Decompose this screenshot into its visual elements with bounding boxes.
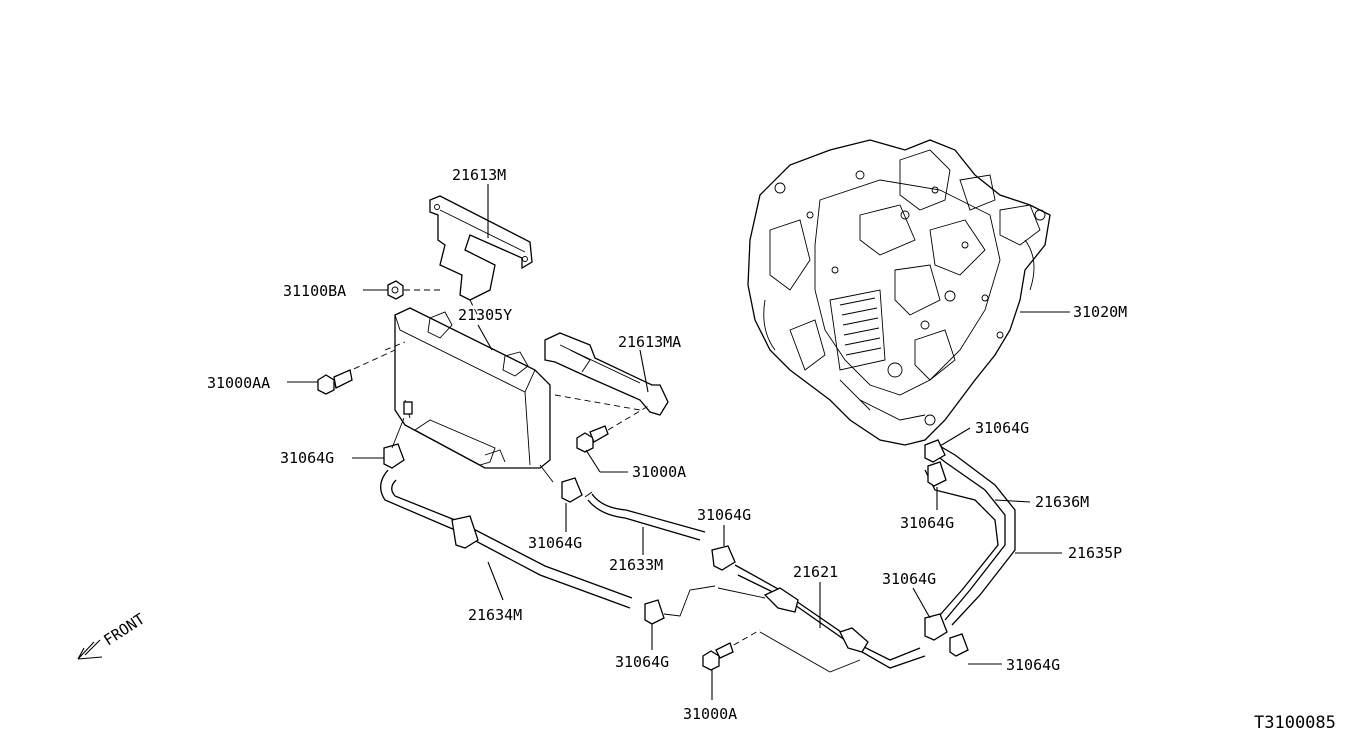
callout-31100ba: 31100BA [283,282,346,300]
clamp-transaxle [924,439,946,463]
bracket-21613m [429,195,533,321]
clamp-transaxle-2 [927,461,947,487]
callout-31064g-mid: 31064G [697,506,751,524]
transaxle-assembly [747,139,1051,446]
callout-21636m: 21636M [1035,493,1089,511]
hose-21634m [380,417,633,609]
callout-21634m: 21634M [468,606,522,624]
callout-21613ma: 21613MA [618,333,681,351]
bolt-31000a-mid [576,404,651,453]
callout-21633m: 21633M [609,556,663,574]
callout-31064g-cooler-out: 31064G [528,534,582,552]
callout-31064g-left: 31064G [280,449,334,467]
leader-lines [287,184,1070,700]
bolt-31000a-bottom [702,642,734,671]
callout-31064g-right: 31064G [882,570,936,588]
callout-21621: 21621 [793,563,838,581]
clamp-right [924,613,948,641]
hose-21633m [584,491,706,541]
callout-31000a-bottom: 31000A [683,705,737,723]
callout-21635p: 21635P [1068,544,1122,562]
callout-31064g-trans: 31064G [975,419,1029,437]
clamp-mid-hose [711,545,736,571]
callout-31064g-trans2: 31064G [900,514,954,532]
front-label: FRONT [100,610,148,650]
figure-id: T3100085 [1254,713,1336,733]
bolt-31000aa [317,369,353,395]
tube-assembly-21621 [717,564,926,673]
clamp-lower [644,585,716,625]
nut-31100ba [387,280,440,300]
callout-21305y: 21305Y [458,306,512,324]
callout-21613m: 21613M [452,166,506,184]
clamp-right-lower [949,633,969,657]
callout-31064g-lower: 31064G [615,653,669,671]
callout-31064g-right-lower: 31064G [1006,656,1060,674]
callout-labels: 21613M 31100BA 21305Y 21613MA 31000AA 31… [207,166,1127,723]
callout-31000aa: 31000AA [207,374,270,392]
callout-31020m: 31020M [1073,303,1127,321]
callout-31000a-mid: 31000A [632,463,686,481]
oil-cooler-21305y [344,307,554,483]
front-arrow: FRONT [77,610,148,660]
clamp-cooler-outlet [561,477,583,503]
pipe-21636m [929,444,1016,626]
bracket-21613ma [544,332,669,416]
pipe-21635p [924,469,999,616]
